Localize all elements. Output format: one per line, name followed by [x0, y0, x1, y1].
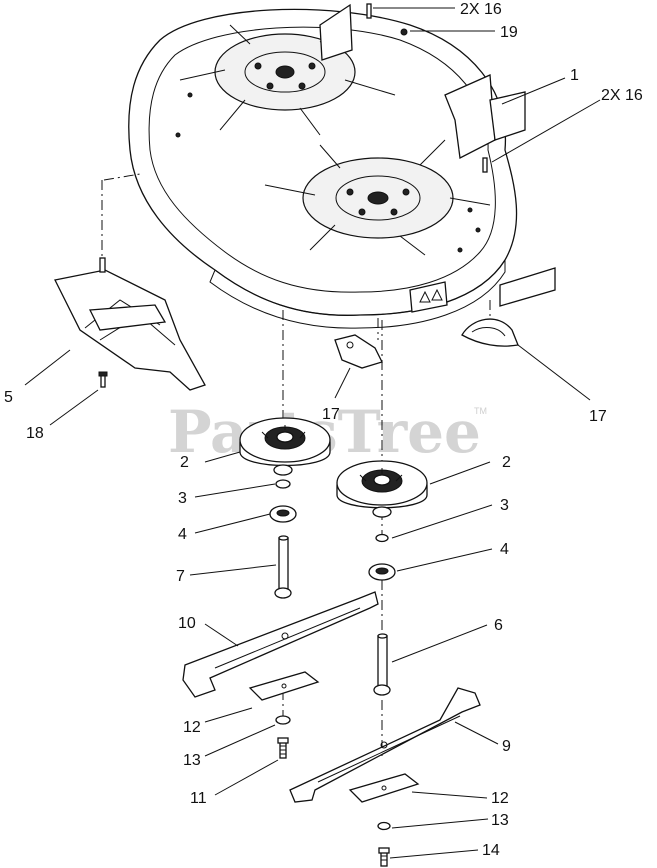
- callout-19: 19: [500, 24, 518, 41]
- blade-plate-12-right: [348, 773, 420, 803]
- callout-13-left: 13: [183, 752, 201, 769]
- blade-10: [182, 591, 379, 698]
- pulley-right: [336, 460, 428, 518]
- callout-12-right: 12: [491, 790, 509, 807]
- blade-9: [289, 687, 481, 803]
- watermark-trademark: TM: [474, 406, 487, 416]
- bolt-14: [378, 847, 390, 867]
- mower-deck: [128, 3, 556, 329]
- callout-10: 10: [178, 615, 196, 632]
- callout-18: 18: [26, 425, 44, 442]
- callout-7: 7: [176, 568, 185, 585]
- washer-3-right: [375, 533, 389, 543]
- spindle-6: [373, 633, 391, 696]
- baffle-left: [54, 173, 206, 391]
- callout-3-right: 3: [500, 497, 509, 514]
- callout-3-left: 3: [178, 490, 187, 507]
- callout-6: 6: [494, 617, 503, 634]
- callout-14: 14: [482, 842, 500, 859]
- callout-2-left: 2: [180, 454, 189, 471]
- callout-17-center: 17: [322, 406, 340, 423]
- callout-9: 9: [502, 738, 511, 755]
- callout-12-left: 12: [183, 719, 201, 736]
- bracket-17-center: [334, 318, 383, 369]
- washer-13-right: [377, 821, 391, 831]
- screw-16-right: [482, 157, 488, 173]
- washer-3-left: [275, 479, 291, 489]
- blade-plate-12-left: [248, 671, 320, 701]
- callout-11: 11: [190, 790, 207, 807]
- callout-2x16-top: 2X 16: [460, 1, 502, 18]
- baffle-17-right: [461, 300, 519, 347]
- bolt-11: [277, 737, 289, 759]
- nut-19: [400, 28, 408, 36]
- callout-4-left: 4: [178, 526, 187, 543]
- callout-4-right: 4: [500, 541, 509, 558]
- screw-16-top: [366, 3, 372, 19]
- callout-13-right: 13: [491, 812, 509, 829]
- callout-1: 1: [570, 67, 579, 84]
- callout-2x16-right: 2X 16: [601, 87, 643, 104]
- bolt-18: [98, 371, 108, 388]
- callout-17-right: 17: [589, 408, 607, 425]
- callout-5: 5: [4, 389, 13, 406]
- leader-lines: [24, 7, 601, 859]
- bearing-4-left: [269, 505, 297, 523]
- pulley-left: [239, 417, 331, 476]
- spindle-7: [274, 535, 292, 599]
- bearing-4-right: [368, 563, 396, 581]
- callout-2-right: 2: [502, 454, 511, 471]
- washer-13-left: [275, 715, 291, 725]
